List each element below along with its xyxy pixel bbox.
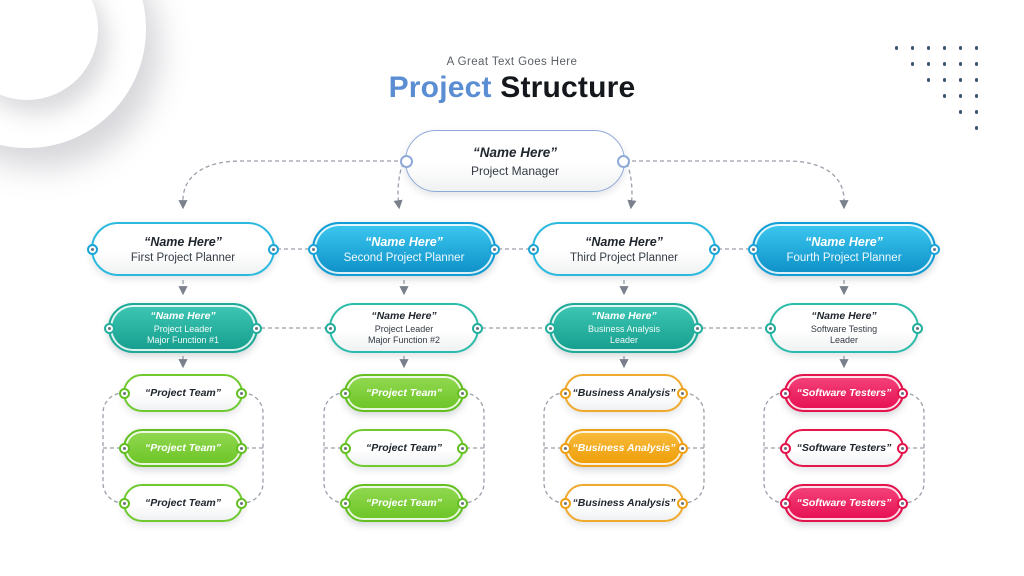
connector-port [560, 387, 571, 399]
connector-port [251, 322, 262, 334]
node-name: “Name Here” [365, 234, 443, 249]
team-label: “Business Analysis” [572, 497, 676, 509]
connector-port [709, 243, 720, 255]
team-label: “Business Analysis” [572, 442, 676, 454]
connector-port [489, 243, 500, 255]
connector-port [457, 442, 468, 454]
team-label: “Project Team” [365, 387, 443, 399]
node-name: “Name Here” [585, 234, 663, 249]
connector-port [897, 442, 908, 454]
connector-port [897, 497, 908, 509]
team-pill: “Project Team” [119, 484, 247, 522]
slide-subtitle: A Great Text Goes Here [446, 56, 578, 68]
team-label: “Software Testers” [796, 387, 892, 399]
team-pill: “Project Team” [340, 429, 468, 467]
connector-port [119, 387, 130, 399]
connector-port [340, 387, 351, 399]
slide-title: Project Structure [0, 71, 1024, 105]
connector-port [457, 497, 468, 509]
connector-port [560, 497, 571, 509]
connector-port [340, 497, 351, 509]
connector-port [929, 243, 940, 255]
connector-port [912, 322, 923, 334]
connector-port [748, 243, 759, 255]
slide-header: A Great Text Goes Here Project Structure [0, 56, 1024, 105]
node-role: Second Project Planner [343, 251, 465, 264]
team-pill: “Business Analysis” [560, 374, 688, 412]
team-pill: “Business Analysis” [560, 429, 688, 467]
connector-port [692, 322, 703, 334]
connector-port [617, 154, 630, 168]
team-pill: “Project Team” [119, 374, 247, 412]
team-label: “Business Analysis” [572, 387, 676, 399]
team-pill: “Project Team” [119, 429, 247, 467]
connector-port [472, 322, 483, 334]
team-label: “Project Team” [144, 442, 222, 454]
connector-port [528, 243, 539, 255]
connector-port [897, 387, 908, 399]
team-label: “Project Team” [144, 387, 222, 399]
title-rest: Structure [491, 71, 636, 104]
team-pill: “Project Team” [340, 484, 468, 522]
node-role: Third Project Planner [569, 251, 679, 264]
connector-port [236, 497, 247, 509]
connector-port [308, 243, 319, 255]
connector-port [677, 387, 688, 399]
connector-port [236, 442, 247, 454]
connector-port [236, 387, 247, 399]
team-label: “Software Testers” [796, 497, 892, 509]
node-role: Fourth Project Planner [786, 251, 902, 264]
team-pill: “Software Testers” [780, 374, 908, 412]
node-role: Project Manager [470, 163, 560, 178]
node-name: “Name Here” [591, 309, 657, 322]
connector-port [765, 322, 776, 334]
node-name: “Name Here” [371, 309, 437, 322]
connector-port [119, 442, 130, 454]
node-third-project-planner: “Name Here” Third Project Planner [528, 222, 720, 276]
connector-port [560, 442, 571, 454]
connector-port [87, 243, 98, 255]
connector-port [119, 497, 130, 509]
connector-port [340, 442, 351, 454]
node-role: First Project Planner [130, 251, 236, 264]
node-name: “Name Here” [150, 309, 216, 322]
node-name: “Name Here” [805, 234, 883, 249]
connector-port [104, 322, 115, 334]
team-label: “Project Team” [365, 497, 443, 509]
node-name: “Name Here” [472, 144, 558, 160]
node-second-project-planner: “Name Here” Second Project Planner [308, 222, 500, 276]
connector-port [780, 442, 791, 454]
team-pill: “Software Testers” [780, 484, 908, 522]
node-name: “Name Here” [144, 234, 222, 249]
node-fourth-project-planner: “Name Here” Fourth Project Planner [748, 222, 940, 276]
team-label: “Project Team” [144, 497, 222, 509]
team-pill: “Project Team” [340, 374, 468, 412]
team-label: “Software Testers” [796, 442, 892, 454]
team-pill: “Business Analysis” [560, 484, 688, 522]
team-pill: “Software Testers” [780, 429, 908, 467]
connector-port [400, 154, 413, 168]
connector-port [268, 243, 279, 255]
connector-port [677, 497, 688, 509]
connector-port [780, 387, 791, 399]
title-accent: Project [388, 71, 492, 104]
connector-port [780, 497, 791, 509]
connector-port [325, 322, 336, 334]
node-name: “Name Here” [811, 309, 877, 322]
connector-port [457, 387, 468, 399]
dot-grid [882, 40, 978, 136]
node-project-manager: “Name Here” Project Manager [400, 130, 630, 192]
connector-port [677, 442, 688, 454]
team-label: “Project Team” [365, 442, 443, 454]
node-first-project-planner: “Name Here” First Project Planner [87, 222, 279, 276]
connector-port [545, 322, 556, 334]
